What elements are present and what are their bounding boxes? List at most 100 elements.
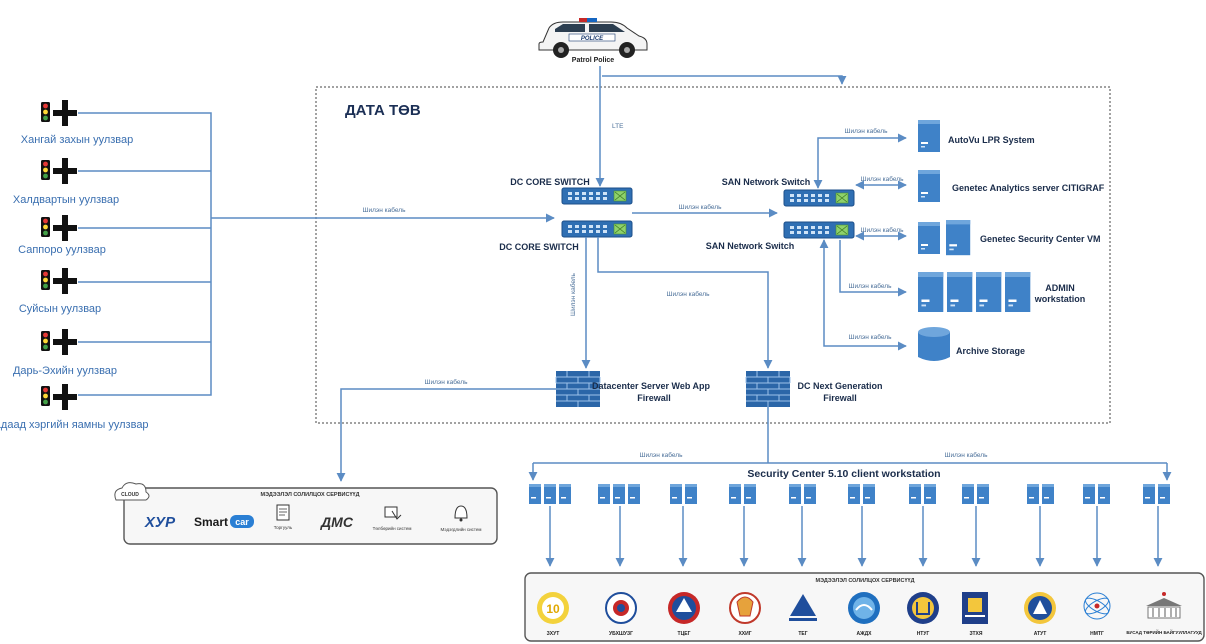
agency-label: ТЕГ	[798, 631, 807, 637]
firewall-to-client-bus	[528, 407, 1172, 481]
tceg-logo	[668, 592, 700, 624]
intersection-label: Суйсын уулзвар	[19, 303, 101, 315]
workstation-group	[789, 484, 816, 504]
core-switch-2	[561, 220, 633, 238]
workstation-group	[909, 484, 936, 504]
san-switch-1-label: SAN Network Switch	[722, 177, 811, 187]
security-vm-server-icon	[946, 220, 971, 256]
web-firewall-label-1: Datacenter Server Web App	[592, 381, 711, 391]
ng-firewall-label-1: DC Next Generation	[797, 381, 882, 391]
agency-label: БУСАД ТӨРИЙН БАЙГУУЛЛАГУУД	[1126, 628, 1202, 635]
cloud-badge: CLOUD	[121, 492, 139, 498]
cloud-services-panel	[123, 487, 498, 545]
admin-label-line2: workstation	[1034, 294, 1086, 304]
svg-text:10: 10	[546, 602, 560, 616]
svg-text:car: car	[235, 517, 249, 527]
agency-label: УБХШУЗГ	[609, 631, 633, 637]
cloud-icon	[114, 482, 150, 501]
cable-label: Шилэн кабель	[849, 282, 893, 290]
cable-label: Шилэн кабель	[425, 378, 469, 386]
san-switch-2	[783, 221, 855, 239]
san-to-server-links	[813, 133, 907, 351]
agency-label: НМТГ	[1090, 631, 1104, 637]
security-vm-label: Genetec Security Center VM	[980, 234, 1101, 244]
core-to-firewall-links	[581, 237, 773, 369]
workstation-group	[848, 484, 875, 504]
khur-logo: ХУР	[144, 514, 176, 531]
payment-caption: Төлбөрийн систем	[373, 525, 412, 531]
khkhig-logo	[729, 592, 761, 624]
cable-label: Шилэн кабель	[363, 206, 407, 214]
traffic-light-icon	[41, 384, 77, 410]
intersection-bus	[78, 112, 555, 396]
agency-label: АЖДХ	[856, 631, 872, 637]
notification-bell-icon	[454, 505, 468, 522]
cable-label: Шилэн кабель	[861, 226, 905, 234]
core-switch-1	[561, 187, 633, 205]
lte-label: LTE	[612, 123, 624, 130]
atut-logo	[1024, 592, 1056, 624]
dms-logo: ДМС	[320, 514, 354, 530]
nmtg-logo	[1083, 592, 1111, 620]
security-vm-server-icon	[918, 222, 940, 254]
client-workstation-title: Security Center 5.10 client workstation	[747, 468, 940, 480]
traffic-light-icon	[41, 100, 77, 126]
payment-icon	[384, 506, 402, 520]
teg-logo	[789, 594, 817, 621]
autovu-server-icon	[918, 120, 940, 152]
data-center-title: ДАТА ТӨВ	[345, 102, 421, 119]
workstation-group	[1143, 484, 1170, 504]
cable-label: Шилэн кабель	[679, 203, 723, 211]
intersection-list: Хангай захын уулзвар Халдвартын уулзвар …	[0, 100, 149, 431]
agency-panel-title: МЭДЭЭЛЭЛ СОЛИЛЦОХ СЕРВИСҮҮД	[815, 578, 914, 584]
san-switch-1	[783, 189, 855, 207]
workstation-group	[1083, 484, 1110, 504]
intersection-label: Саппоро уулзвар	[18, 244, 106, 256]
agency-label: ХХИГ	[738, 631, 751, 637]
admin-label-line1: ADMIN	[1045, 283, 1075, 293]
ntug-logo	[907, 592, 939, 624]
traffic-light-icon	[41, 158, 77, 184]
web-firewall-label-2: Firewall	[637, 393, 671, 403]
cable-label: Шилэн кабель	[945, 451, 989, 459]
workstation-group	[529, 484, 571, 504]
ubkhshuzg-logo	[605, 592, 637, 624]
client-workstation-row	[529, 484, 1170, 504]
other-agencies-building-icon	[1146, 592, 1182, 619]
agency-label: ЗТХЯ	[970, 631, 983, 637]
ng-firewall-label-2: Firewall	[823, 393, 857, 403]
cable-label: Шилэн кабель	[569, 272, 577, 316]
core-switch-2-label: DC CORE SWITCH	[499, 242, 579, 252]
intersection-label: Дарь-Эхийн уулзвар	[13, 365, 117, 377]
san-switch-2-label: SAN Network Switch	[706, 241, 795, 251]
traffic-light-icon	[41, 215, 77, 241]
zkhut-logo: 10	[537, 592, 569, 624]
workstation-group	[1027, 484, 1054, 504]
analytics-label: Genetec Analytics server CITIGRAF	[952, 183, 1105, 193]
patrol-links	[595, 66, 847, 187]
ajdkh-logo	[848, 592, 880, 624]
workstation-group	[670, 484, 697, 504]
workstation-group	[962, 484, 989, 504]
core-switch-1-label: DC CORE SWITCH	[510, 177, 590, 187]
archive-storage-icon	[918, 327, 950, 361]
analytics-server-icon	[918, 170, 940, 202]
agency-label: АТУТ	[1034, 631, 1047, 637]
autovu-label: AutoVu LPR System	[948, 135, 1035, 145]
agency-label: НТУГ	[917, 631, 930, 637]
patrol-car-icon	[538, 18, 648, 58]
data-center-boundary	[315, 86, 1111, 424]
fines-document-icon	[276, 504, 290, 521]
intersection-label: Халдвартын уулзвар	[13, 194, 119, 206]
cable-label: Шилэн кабель	[640, 451, 684, 459]
police-badge: POLICE	[581, 36, 604, 42]
cable-label: Шилэн кабель	[861, 175, 905, 183]
traffic-light-icon	[41, 268, 77, 294]
ztkhya-logo	[962, 592, 988, 624]
cloud-panel-title: МЭДЭЭЛЭЛ СОЛИЛЦОХ СЕРВИСҮҮД	[260, 492, 359, 498]
admin-workstation-icons	[918, 272, 1031, 312]
workstation-group	[598, 484, 640, 504]
workstation-group	[729, 484, 756, 504]
traffic-light-icon	[41, 329, 77, 355]
